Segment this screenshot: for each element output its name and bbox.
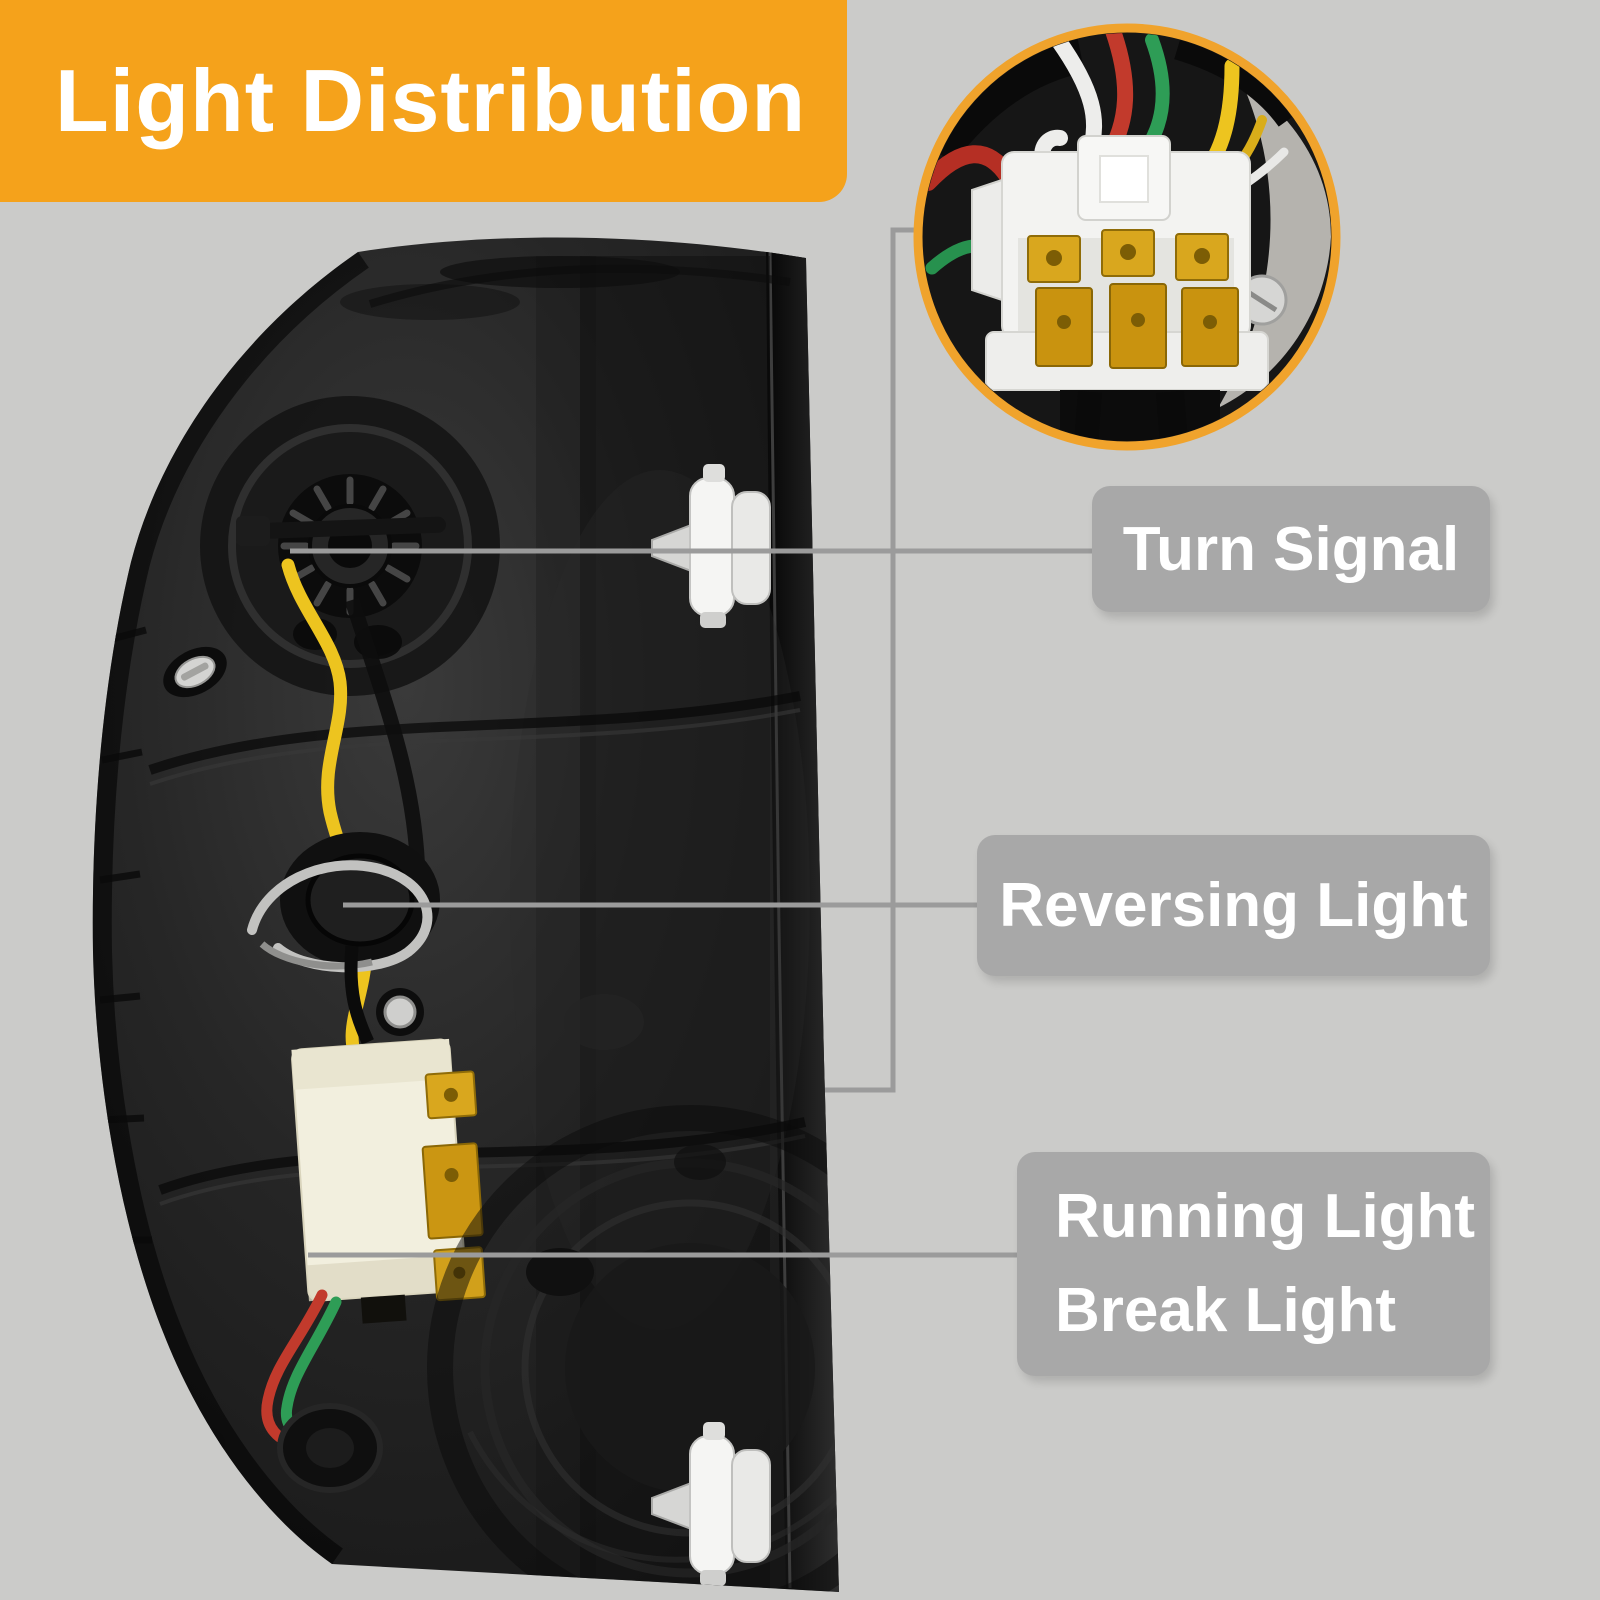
inset-orange-ring <box>913 23 1341 451</box>
gold-terminals <box>1027 229 1239 369</box>
callout-reversing-light: Reversing Light <box>977 835 1490 976</box>
running-light-label: Running Light <box>1055 1181 1476 1251</box>
callout-lines <box>290 227 1094 1258</box>
reversing-socket <box>247 832 440 1045</box>
page-title: Light Distribution <box>55 51 807 150</box>
tail-light-photo <box>92 237 839 1593</box>
callout-running-break-light: Running Light Break Light <box>1017 1152 1490 1376</box>
turn-signal-socket <box>200 396 500 696</box>
break-light-label: Break Light <box>1055 1276 1397 1345</box>
reversing-light-label: Reversing Light <box>999 871 1468 940</box>
connector-inset-photo <box>913 23 1341 451</box>
connector-inset-line <box>825 227 917 1093</box>
title-banner: Light Distribution <box>0 0 847 202</box>
callout-turn-signal: Turn Signal <box>1092 486 1490 612</box>
turn-signal-label: Turn Signal <box>1122 514 1460 584</box>
